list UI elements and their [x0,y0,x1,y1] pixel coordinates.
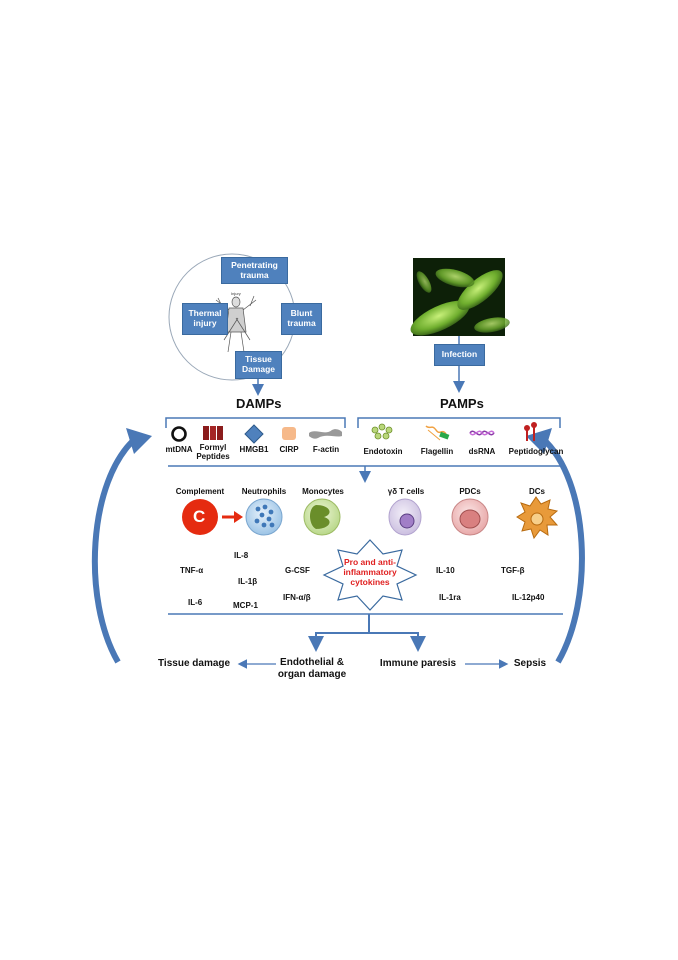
tissue-damage-box: Tissue Damage [235,351,282,379]
cytokine-il-6: IL-6 [188,598,203,607]
cytokine-tnf-alpha: TNF-α [180,566,204,575]
complement-letter: C [193,507,206,526]
thermal-injury-box: Thermal injury [182,303,228,335]
damps-header: DAMPs [236,396,282,411]
cytokine-il-10: IL-10 [436,566,455,575]
neutrophil-icon [245,498,283,536]
cell-label-pdcs: PDCs [459,487,481,496]
damp-label-formyl-peptides: Formyl Peptides [196,443,230,462]
cytokine-g-csf: G-CSF [285,566,310,575]
mtdna-icon [171,426,187,442]
blunt-trauma-box: Blunt trauma [281,303,322,335]
cell-label-complement: Complement [175,487,225,496]
gamma-delta-t-cell-icon [388,498,422,536]
cirp-icon [282,427,296,440]
cytokine-il-1ra: IL-1ra [439,593,461,602]
injury-figure-icon [215,295,257,353]
cytokine-star-label: Pro and anti- inflammatory cytokines [343,557,397,587]
bacteria-image [410,258,510,336]
damp-label-cirp: CIRP [279,445,299,454]
cytokine-star [322,539,418,611]
pamps-header: PAMPs [440,396,484,411]
endotoxin-icon [371,423,393,440]
cell-label-neutrophils: Neutrophils [241,487,287,496]
complement-icon [182,499,218,535]
outcome-immune-paresis: Immune paresis [379,658,457,669]
damp-label-hmgb1: HMGB1 [239,445,269,454]
cytokine-tgf-beta: TGF-β [501,566,525,575]
cytokine-ifn-alpha-beta: IFN-α/β [283,593,311,602]
pamp-label-dsrna: dsRNA [468,447,496,456]
cell-label-monocytes: Monocytes [302,487,344,496]
outcome-sepsis: Sepsis [513,658,547,669]
peptidoglycan-icon [524,422,537,441]
dc-icon [516,496,559,540]
flagellin-icon [425,425,450,441]
pamp-label-peptidoglycan: Peptidoglycan [508,447,564,456]
damp-label-f-actin: F-actin [312,445,340,454]
injury-caption: Injury [231,291,241,296]
cytokine-il-12p40: IL-12p40 [512,593,545,602]
cell-label-gamma-delta-t-cells: γδ T cells [387,487,425,496]
hmgb1-icon [244,424,264,444]
outcome-tissue-damage: Tissue damage [158,658,231,669]
pamp-label-endotoxin: Endotoxin [363,447,403,456]
monocyte-icon [303,498,341,536]
f-actin-icon [309,429,342,439]
formyl-peptides-icon [203,426,223,440]
cell-label-dcs: DCs [528,487,545,496]
penetrating-trauma-box: Penetrating trauma [221,257,288,284]
cytokine-il-8: IL-8 [234,551,249,560]
cytokine-mcp-1: MCP-1 [233,601,258,610]
dsrna-icon [469,430,495,436]
pamp-label-flagellin: Flagellin [420,447,454,456]
cytokine-il-1beta: IL-1β [238,577,258,586]
damp-label-mtdna: mtDNA [165,445,193,454]
outcome-endothelial-organ-damage: Endothelial & organ damage [277,657,347,680]
infection-box: Infection [434,344,485,366]
pdc-icon [451,498,489,536]
